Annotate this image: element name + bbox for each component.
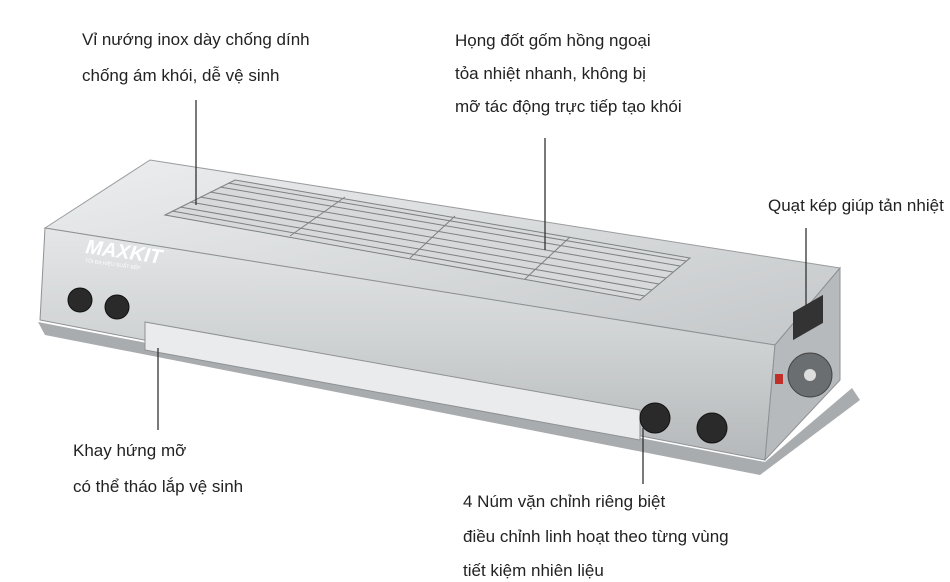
callout-tray-line1: Khay hứng mỡ (73, 441, 187, 460)
base-plate (38, 322, 860, 475)
callout-grate-line2: chống ám khói, dễ vệ sinh (82, 66, 280, 85)
grill-grate (163, 179, 692, 301)
callout-grate-line1: Vỉ nướng inox dày chống dính (82, 30, 310, 49)
callout-knobs-line2: điều chỉnh linh hoạt theo từng vùng (463, 527, 729, 546)
callout-knobs-line1: 4 Núm vặn chỉnh riêng biệt (463, 492, 666, 511)
callout-tray-line2: có thể tháo lắp vệ sinh (73, 477, 244, 496)
callout-fan: Quạt kép giúp tản nhiệt (768, 196, 944, 215)
callout-burner-line2: tỏa nhiệt nhanh, không bị (455, 64, 646, 83)
side-vent (793, 294, 823, 341)
callout-burner-line3: mỡ tác động trực tiếp tạo khói (455, 97, 682, 116)
power-switch (775, 374, 783, 384)
control-knobs (67, 287, 728, 444)
drip-tray-slot (144, 321, 641, 441)
callout-lines (157, 100, 807, 484)
callout-knobs-line3: tiết kiệm nhiên liệu (463, 561, 604, 580)
callout-burner-line1: Họng đốt gốm hồng ngoại (455, 31, 651, 50)
